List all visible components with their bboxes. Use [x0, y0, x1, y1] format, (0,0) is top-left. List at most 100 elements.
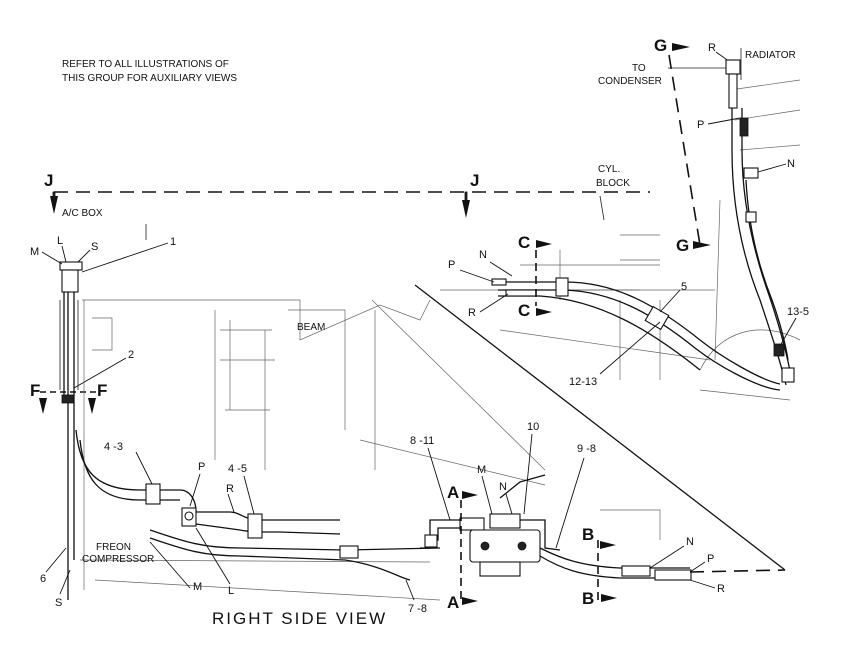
- callout-r-upper: R: [468, 307, 476, 319]
- callout-6: 6: [40, 573, 46, 585]
- manifold-fitting: [459, 517, 485, 531]
- fitting-p-upper: [491, 278, 507, 286]
- callout-n-upper: N: [479, 249, 487, 261]
- label-freon: FREON: [96, 542, 131, 553]
- leader-n-right: [649, 545, 685, 569]
- leader-8-11: [427, 447, 451, 521]
- leader-4-5: [243, 475, 255, 515]
- leader-p-upper: [459, 269, 495, 283]
- callout-r-radiator: R: [708, 42, 716, 54]
- leader-1: [81, 242, 169, 273]
- manifold-bolt-1: [480, 541, 490, 551]
- hose-clamp-4-5: [247, 513, 263, 539]
- leader-p-left: [189, 473, 201, 507]
- label-beam: BEAM: [297, 322, 325, 333]
- hose-4-3-upper: [75, 429, 197, 513]
- leader-p-radiator: [707, 117, 741, 125]
- callout-2: 2: [128, 349, 134, 361]
- leader-s-bottom: [59, 569, 71, 595]
- view-letter-g-bottom: G: [676, 236, 689, 255]
- hose-7-8-a: [149, 529, 441, 551]
- leader-13-5: [779, 317, 797, 347]
- note-line-1: REFER TO ALL ILLUSTRATIONS OF: [62, 59, 229, 70]
- arrow-j-left-stem: [52, 191, 56, 201]
- callout-m-top: M: [30, 246, 39, 258]
- condenser-fitting: [725, 59, 741, 75]
- fitting-right-p: [654, 569, 692, 581]
- leader-5: [659, 289, 681, 313]
- ghost-diagonal: [371, 299, 546, 471]
- section-line-g: [668, 54, 701, 246]
- callout-12-13: 12-13: [569, 376, 597, 388]
- hose-9-8-a: [539, 547, 690, 569]
- hose-4-5-b: [195, 523, 341, 535]
- callout-m-bottom: M: [193, 581, 202, 593]
- manifold-base: [479, 561, 521, 577]
- label-ac-box: A/C BOX: [62, 208, 103, 219]
- manifold-bolt-2: [517, 541, 527, 551]
- ghost-frame-top: [82, 299, 431, 341]
- leader-m-mid: [481, 475, 493, 515]
- view-letter-a-top: A: [447, 483, 459, 502]
- ghost-radiator-lines: [714, 79, 801, 361]
- hose-13-5: [745, 179, 789, 361]
- callout-4-3: 4 -3: [104, 441, 123, 453]
- leader-7-8: [405, 579, 415, 601]
- callout-n-mid: N: [499, 481, 507, 493]
- caption-right-side-view: RIGHT SIDE VIEW: [212, 609, 387, 628]
- ghost-lower: [359, 439, 661, 540]
- ac-box-valve: [61, 269, 79, 293]
- compressor-port: [184, 511, 194, 521]
- hose-radiator-2: [741, 108, 793, 383]
- leader-r-right: [689, 579, 716, 589]
- label-to: TO: [632, 63, 646, 74]
- fitting-r-upper: [505, 289, 537, 297]
- arrow-j-left: [50, 196, 58, 214]
- coupling-f: [61, 394, 75, 404]
- label-block: BLOCK: [596, 178, 630, 189]
- ghost-block-crossbars: [440, 289, 715, 361]
- line-10-upper: [499, 474, 546, 499]
- detail-triangle-diagonal: [414, 284, 786, 571]
- arrow-g-top: [672, 43, 690, 51]
- radiator-fitting-p: [739, 117, 749, 137]
- callout-13-5: 13-5: [787, 306, 809, 318]
- radiator-bottom-fitting: [781, 367, 795, 383]
- label-radiator: RADIATOR: [745, 50, 796, 61]
- hose-4-3-lower: [79, 439, 180, 501]
- arrow-c-top: [536, 240, 552, 248]
- leader-n-mid: [505, 493, 513, 515]
- ghost-uprights: [214, 310, 266, 470]
- hose-7-8-b: [149, 537, 411, 581]
- callout-4-5: 4 -5: [228, 463, 247, 475]
- arrow-c-bottom: [536, 308, 552, 316]
- leader-n-upper: [489, 261, 513, 277]
- ghost-crossbars: [220, 329, 275, 411]
- leader-p-right: [689, 561, 706, 573]
- arrow-j-right-stem: [464, 191, 468, 202]
- leader-m-bottom: [149, 541, 191, 589]
- ghost-base: [79, 300, 441, 601]
- arrow-b-bottom: [601, 594, 617, 602]
- condenser-pipe: [728, 73, 738, 109]
- manifold-top: [489, 513, 521, 529]
- leaders-mls-top: [41, 245, 91, 265]
- detail-triangle-base: [689, 569, 786, 573]
- callout-p-upper: P: [448, 259, 455, 271]
- hose-9-8-b: [539, 555, 690, 579]
- radiator-clamp: [745, 211, 757, 223]
- callout-r-left: R: [226, 483, 234, 495]
- view-letter-b-bottom: B: [582, 589, 594, 608]
- ghost-bracket: [92, 317, 113, 351]
- view-letter-f-left: F: [30, 381, 40, 400]
- fitting-8-11: [424, 534, 438, 548]
- fitting-right-n: [621, 565, 651, 577]
- leader-l-bottom: [195, 527, 231, 585]
- leader-n-radiator: [757, 163, 787, 173]
- callout-m-mid: M: [477, 464, 486, 476]
- label-cyl: CYL.: [598, 164, 620, 175]
- note-line-2: THIS GROUP FOR AUXILIARY VIEWS: [62, 73, 237, 84]
- callout-p-right: P: [707, 553, 714, 565]
- arrow-a-top: [462, 491, 478, 499]
